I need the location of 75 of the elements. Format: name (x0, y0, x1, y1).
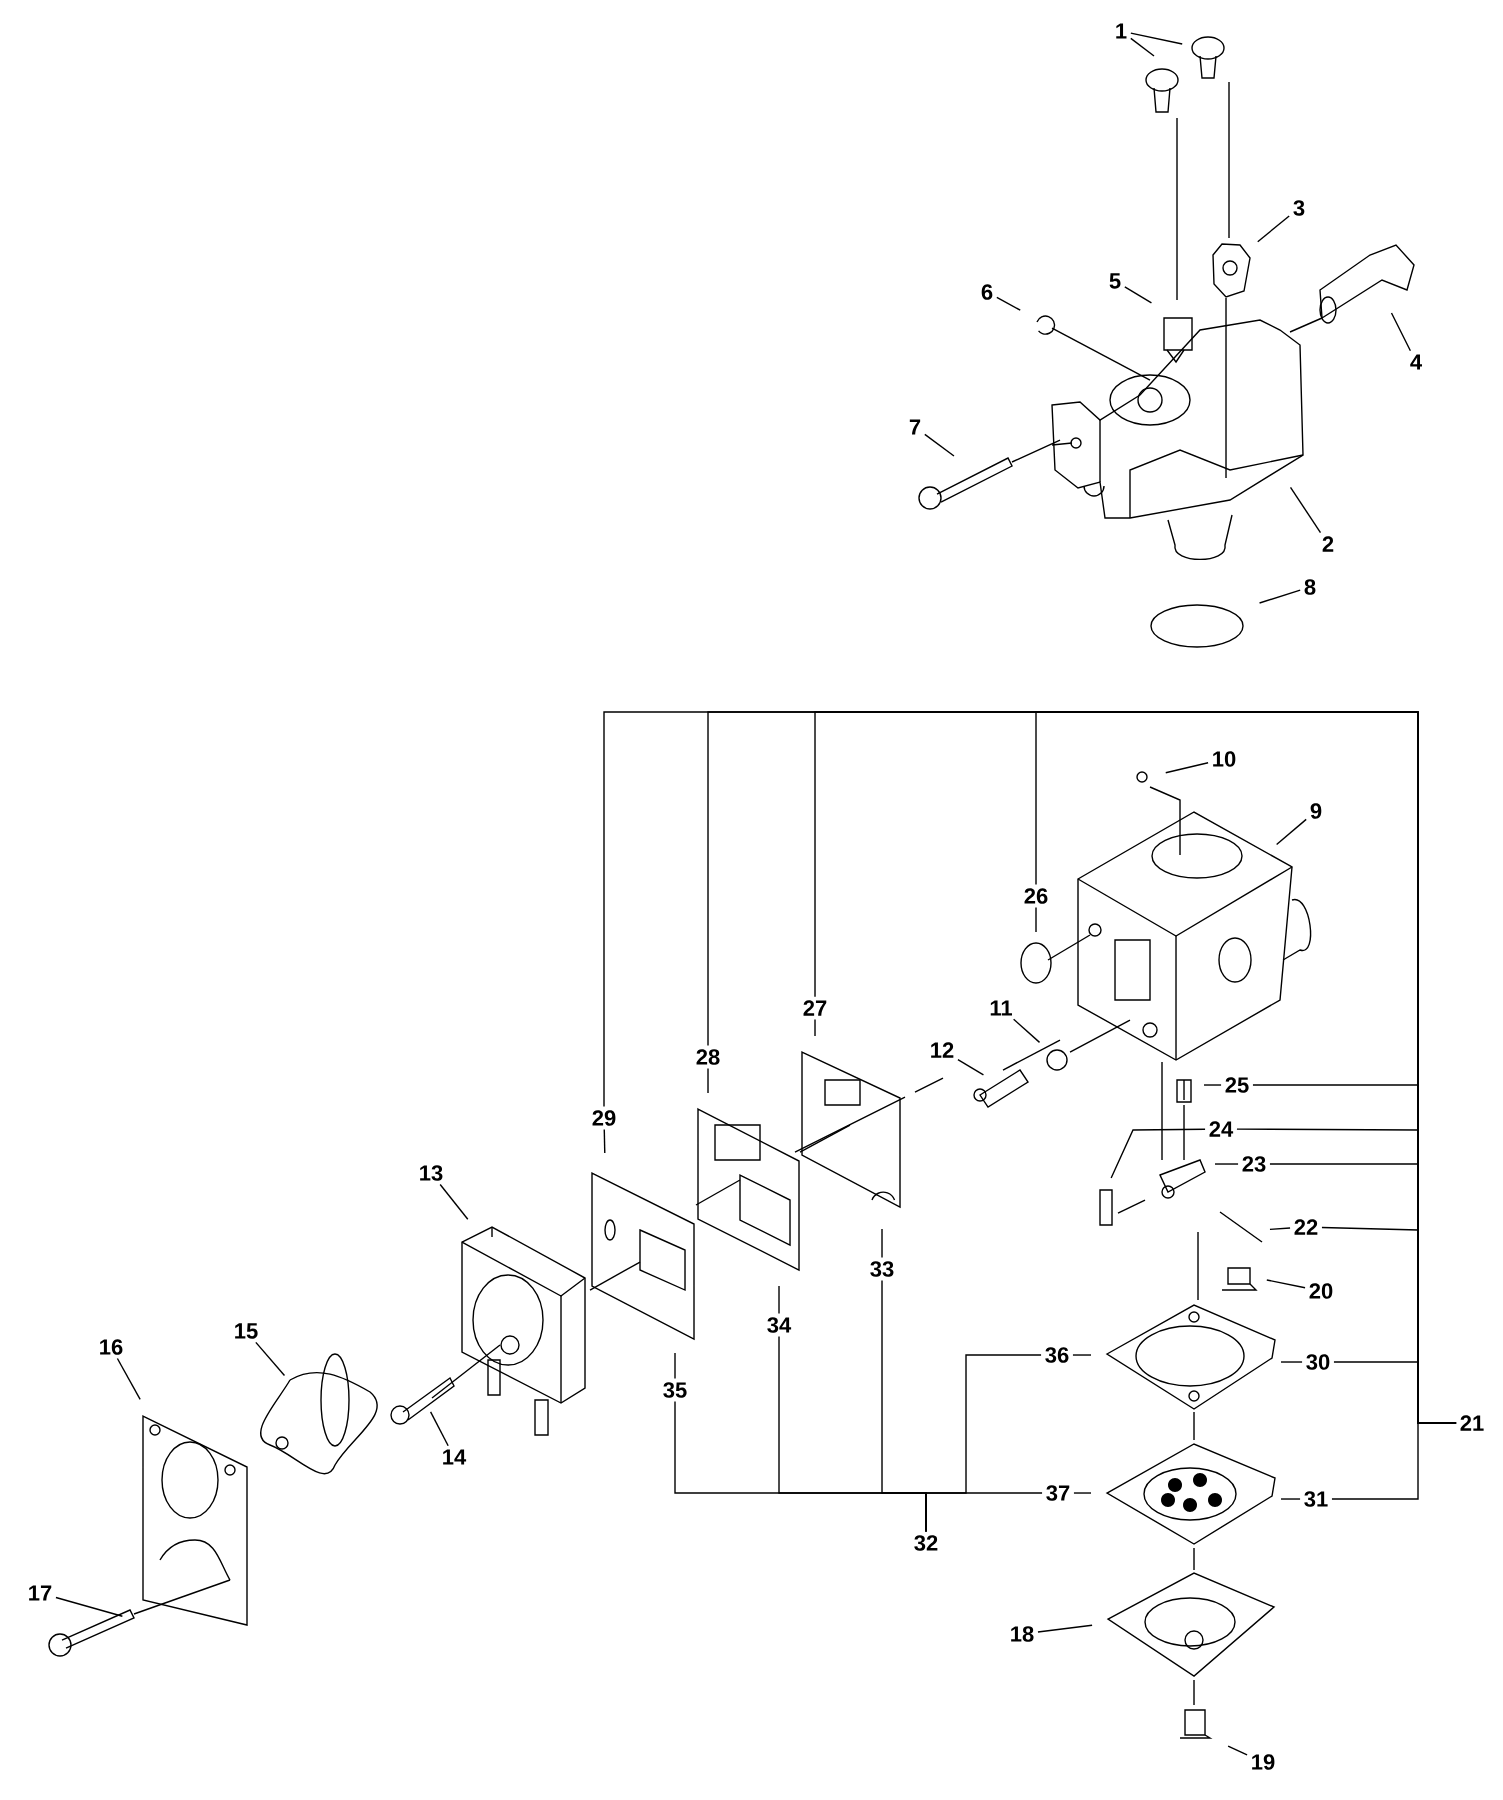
leader-line (1110, 1128, 1206, 1179)
callout-number: 33 (870, 1261, 894, 1277)
callout-number: 20 (1309, 1283, 1333, 1299)
leader-line (814, 1018, 816, 1037)
callout-number: 10 (1213, 751, 1236, 767)
leader-line (1227, 1745, 1248, 1756)
callout-number: 31 (1304, 1491, 1328, 1507)
callout-number: 18 (1011, 1626, 1034, 1642)
bracket-line (925, 1492, 1043, 1533)
callout-number: 32 (914, 1535, 938, 1551)
leader-line (1165, 762, 1209, 774)
callout-number: 7 (909, 419, 921, 435)
callout-number: 17 (29, 1585, 52, 1601)
leader-line (1266, 1279, 1306, 1289)
leader-line (1275, 818, 1307, 846)
leader-line (603, 1128, 606, 1154)
callout-number: 21 (1460, 1415, 1484, 1431)
leader-line (116, 1357, 141, 1400)
leader-line (1280, 1361, 1303, 1363)
leader-line (957, 1058, 985, 1076)
callout-number: 14 (443, 1449, 467, 1465)
callout-number: 3 (1293, 200, 1305, 216)
callout-number: 19 (1252, 1754, 1275, 1770)
leader-line (707, 1067, 709, 1094)
callout-number: 4 (1410, 354, 1422, 370)
callout-number: 8 (1304, 579, 1316, 595)
leader-line (429, 1411, 449, 1447)
callout-number: 15 (235, 1323, 258, 1339)
leader-line (1280, 1498, 1301, 1500)
callout-number: 1 (1116, 23, 1127, 39)
leader-line (1012, 1018, 1041, 1044)
callout-number: 35 (663, 1382, 687, 1398)
callout-number: 16 (100, 1339, 123, 1355)
leader-line (1072, 1354, 1092, 1356)
leader-line (439, 1183, 469, 1220)
callout-number: 23 (1242, 1156, 1266, 1172)
callout-number: 27 (803, 1000, 827, 1016)
callout-number: 29 (592, 1110, 616, 1126)
leader-line (1130, 32, 1183, 45)
leader-line (996, 296, 1021, 311)
callout-number: 26 (1024, 888, 1048, 904)
leader-line (924, 433, 955, 457)
leader-line (1130, 37, 1155, 57)
leader-line (1037, 1624, 1093, 1633)
leader-line (1257, 215, 1290, 243)
leader-line (778, 1285, 780, 1315)
leader-line (255, 1341, 286, 1377)
bracket-line (1331, 1422, 1457, 1500)
callout-number: 2 (1322, 536, 1334, 552)
callout-number: 37 (1046, 1485, 1070, 1501)
leader-line (1203, 1084, 1222, 1086)
callout-number: 13 (420, 1165, 443, 1181)
callout-number: 24 (1209, 1121, 1234, 1137)
leader-line (1289, 486, 1322, 534)
leader-line (1214, 1163, 1239, 1165)
callout-number: 30 (1306, 1354, 1330, 1370)
callout-number: 6 (981, 284, 993, 300)
callout-number: 22 (1294, 1219, 1318, 1235)
callout-number: 12 (931, 1042, 954, 1058)
callout-number: 25 (1225, 1077, 1249, 1093)
callout-number: 5 (1109, 273, 1121, 289)
callout-number: 36 (1045, 1347, 1069, 1363)
callout-number: 34 (767, 1317, 792, 1333)
callout-number: 11 (990, 1000, 1012, 1016)
leader-line (1258, 589, 1301, 604)
leader-line (674, 1352, 676, 1380)
leader-line (55, 1596, 124, 1617)
leader-line (1035, 906, 1037, 933)
leader-line (1073, 1492, 1092, 1494)
callout-number: 28 (696, 1049, 720, 1065)
leader-line (1269, 1227, 1291, 1231)
leader-line (881, 1228, 883, 1259)
leader-line (1390, 312, 1412, 352)
callout-number: 9 (1310, 803, 1322, 819)
leader-line (1124, 286, 1153, 304)
